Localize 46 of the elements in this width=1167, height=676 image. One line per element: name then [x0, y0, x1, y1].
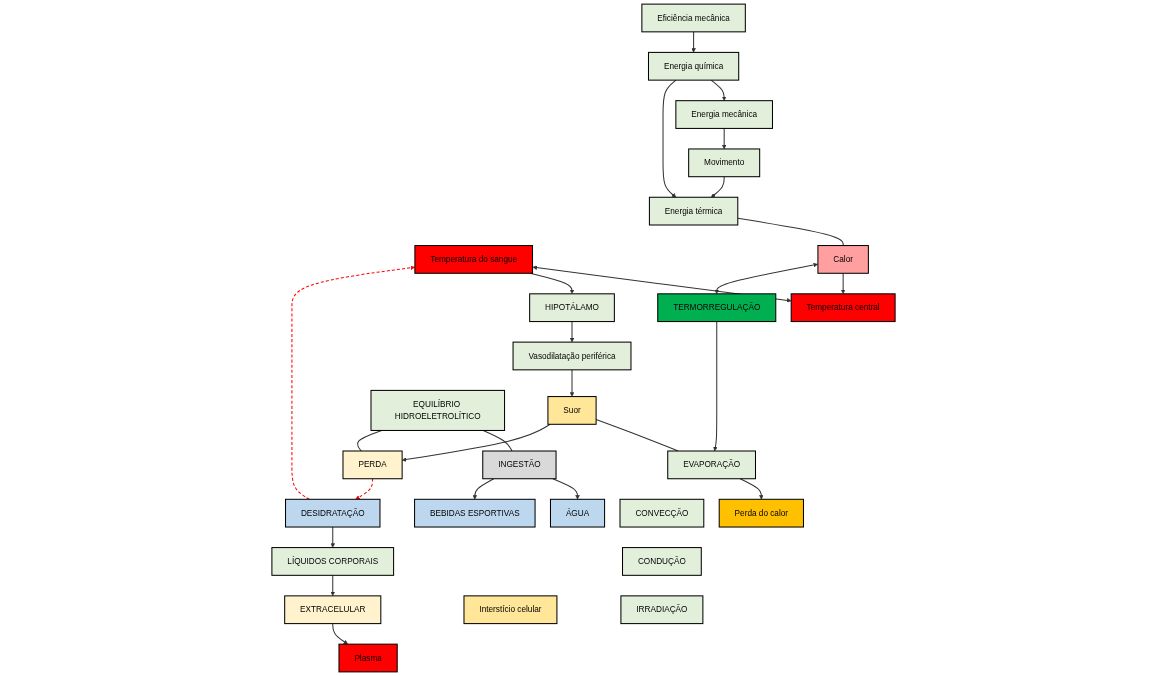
arrow [710, 79, 727, 101]
arrow [662, 79, 677, 198]
connector [482, 429, 513, 452]
node-box: IRRADIAÇÃO [620, 595, 704, 625]
node-box: Movimento [688, 148, 761, 178]
arrow [569, 369, 575, 397]
connector [737, 217, 844, 247]
node-box: HIPOTÁLAMO [529, 293, 615, 323]
arrow [739, 478, 764, 500]
arrow [330, 574, 335, 597]
node-box: Interstício celular [463, 595, 558, 625]
node-box: Eficiência mecânica [641, 3, 746, 33]
node-box: Calor [817, 245, 869, 274]
arrow [332, 623, 348, 645]
node-box: BEBIDAS ESPORTIVAS [414, 498, 536, 528]
node-box: DESIDRATAÇÃO [285, 498, 381, 528]
node-box: Perda do calor [718, 498, 804, 528]
arrow [552, 478, 580, 500]
node-box: LÍQUIDOS CORPORAIS [271, 547, 395, 576]
node-box: Temperatura central [790, 293, 896, 323]
arrow [355, 478, 374, 500]
node-box: ÁGUA [549, 498, 606, 528]
node-box: Energia química [647, 51, 740, 81]
arrow [840, 272, 846, 295]
node-box: Plasma [338, 643, 398, 673]
node-box: EVAPORAÇÃO [667, 450, 756, 480]
node-box: EQUILÍBRIO HIDROELETROLÍTICO [370, 389, 506, 431]
node-box: Temperatura do sangue [414, 245, 534, 274]
arrow [710, 176, 725, 198]
node-box: CONDUÇÃO [622, 547, 702, 576]
node-box: TERMORREGULAÇÃO [657, 293, 777, 323]
arrow [713, 321, 718, 452]
node-box: PERDA [342, 450, 403, 480]
node-box: INGESTÃO [482, 450, 557, 480]
node-box: Vasodilatação periférica [512, 341, 632, 371]
arrow [472, 478, 495, 500]
arrow [714, 262, 818, 295]
node-box: Suor [547, 396, 597, 425]
arrow [721, 127, 727, 150]
node-box: Energia mecânica [675, 100, 773, 129]
arrow [330, 526, 335, 548]
node-box: EXTRACELULAR [284, 595, 382, 625]
node-box: CONVECÇÃO [619, 498, 705, 528]
arrow [691, 31, 696, 53]
arrow [569, 321, 575, 343]
node-box: Energia térmica [648, 196, 739, 226]
